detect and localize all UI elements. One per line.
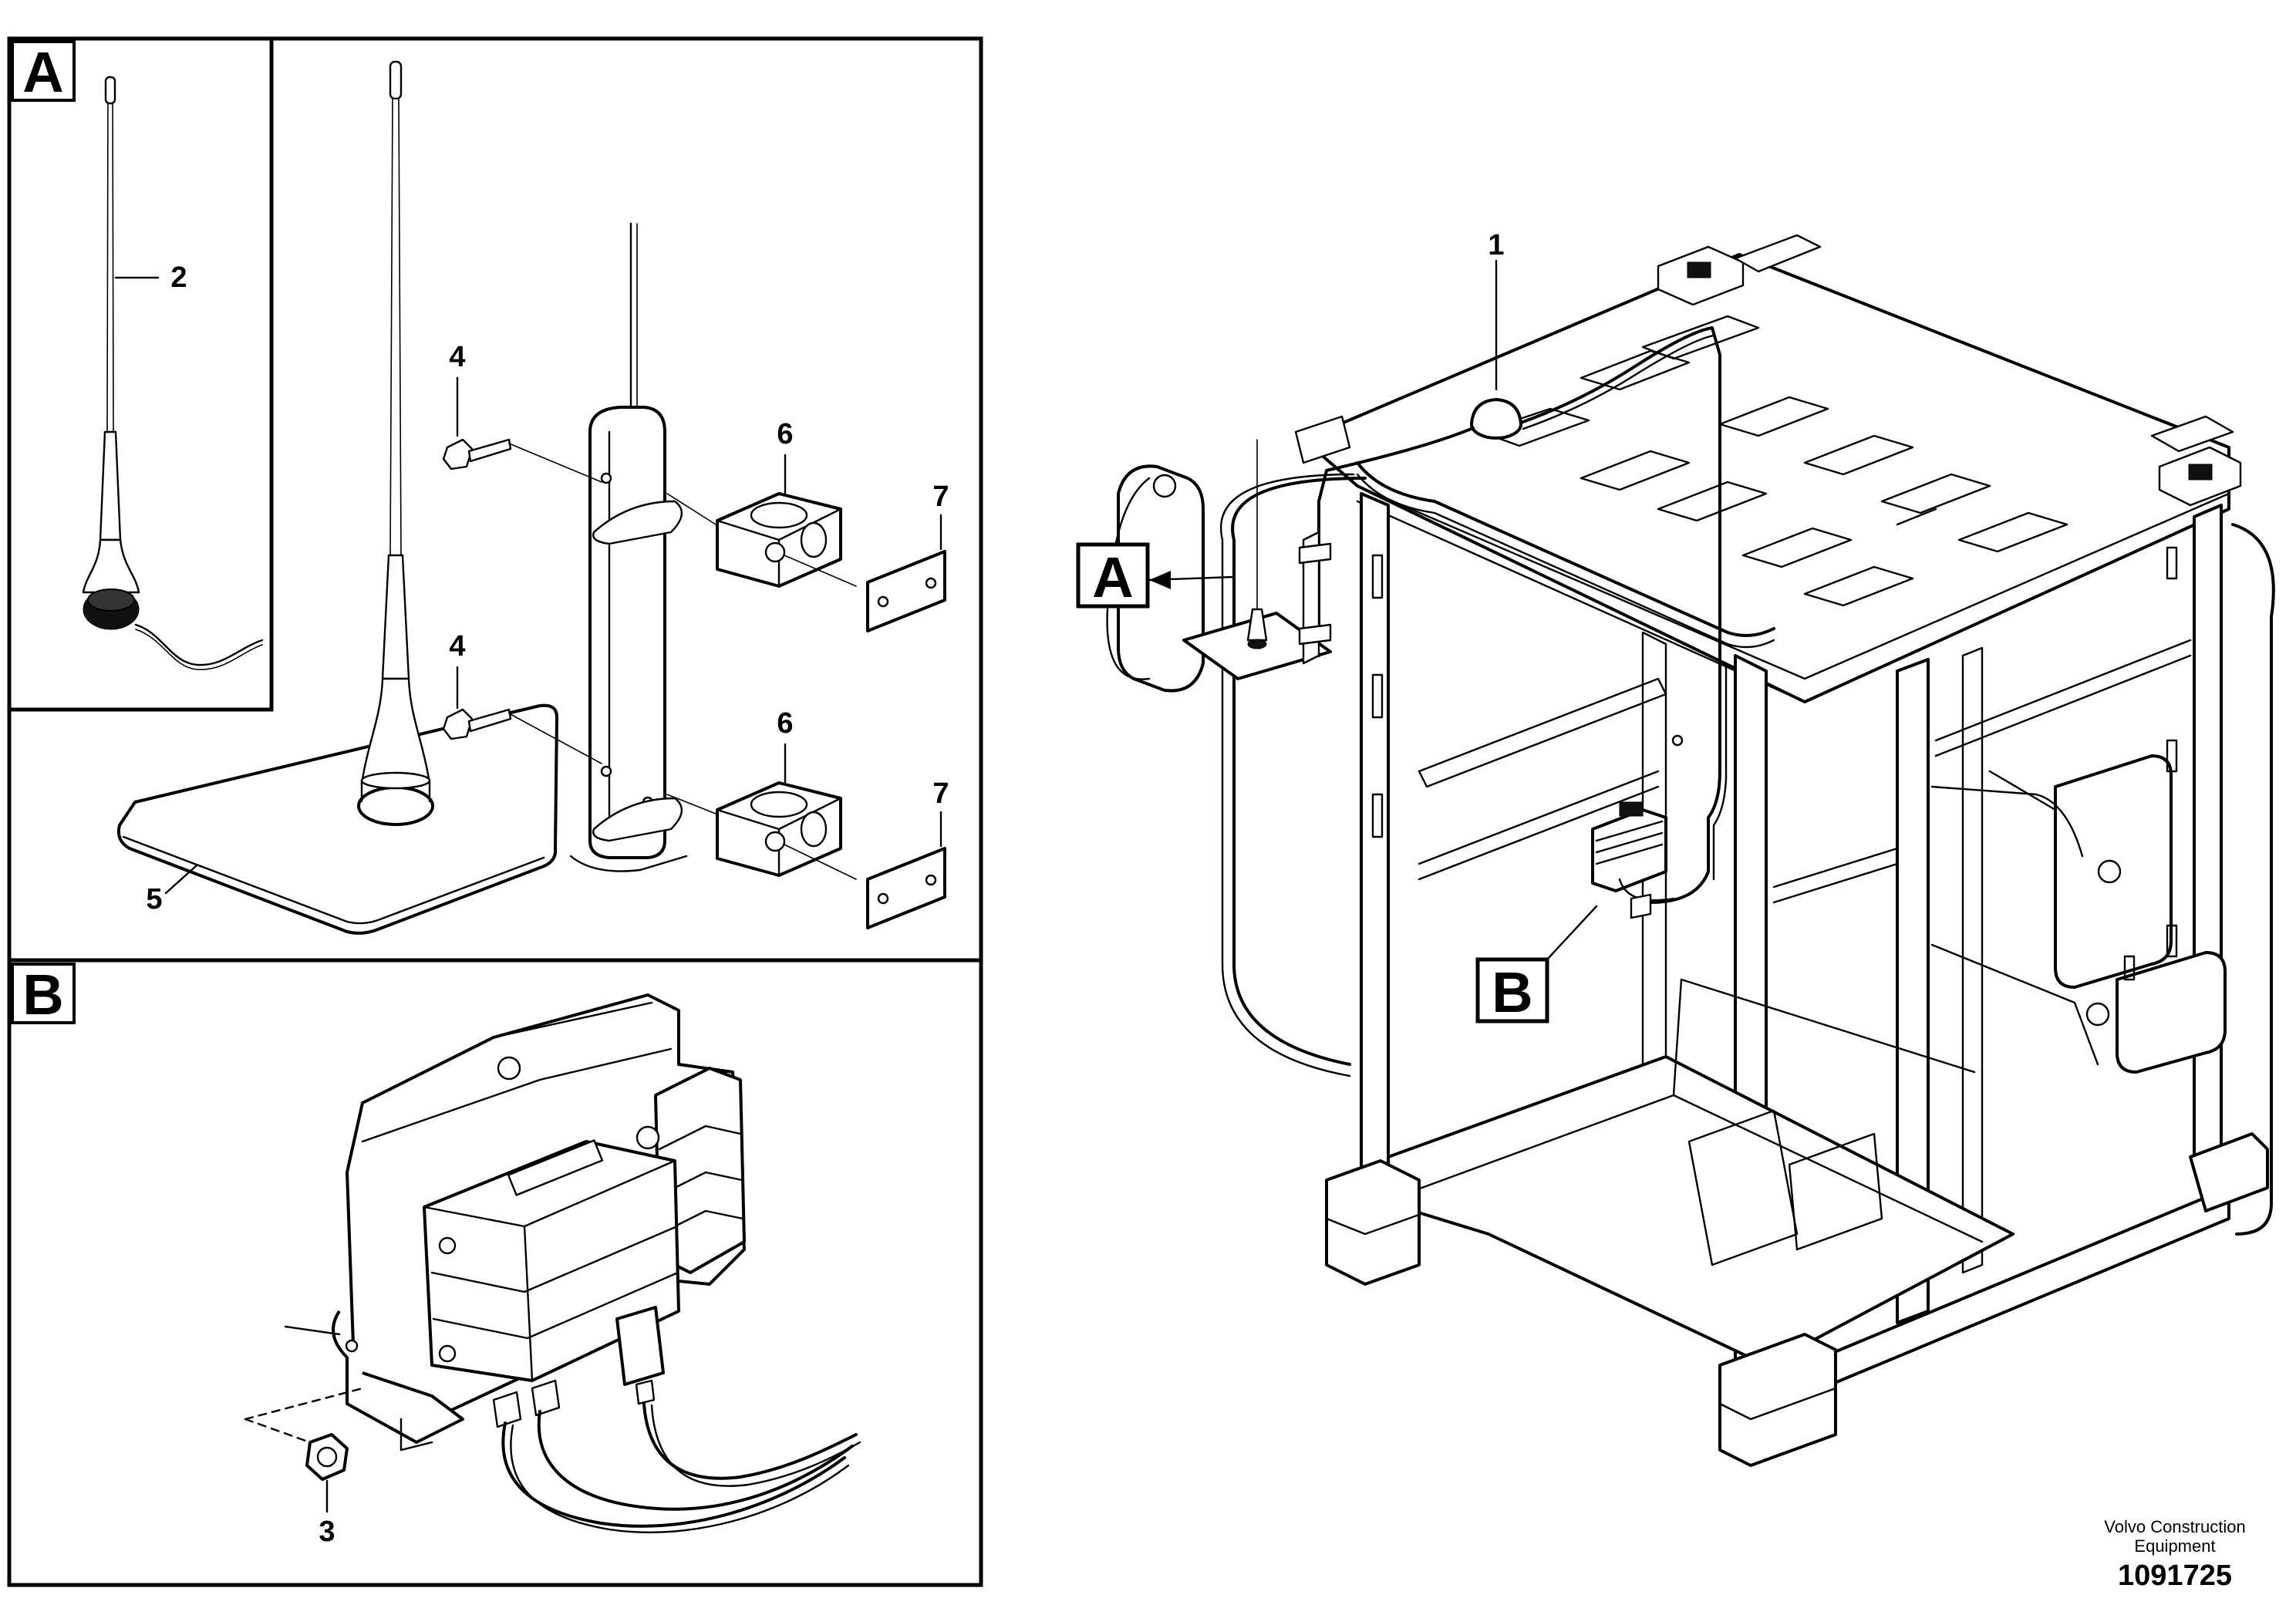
panel-b-label-box: B (11, 963, 76, 1027)
brand-line-1: Volvo Construction (2104, 1517, 2245, 1536)
bolt-upper (442, 438, 602, 483)
corner-lugs (1294, 234, 2242, 507)
main-callout-a-label: A (1092, 545, 1133, 609)
magnetic-base-plate (116, 703, 558, 935)
callout-7-upper: 7 (932, 481, 949, 513)
callout-7-lower: 7 (932, 777, 949, 810)
callout-5: 5 (146, 883, 162, 916)
right-mirror-lower (1930, 943, 2227, 1074)
detail-panel-a: A 2 5 (11, 40, 949, 935)
callout-6-upper: 6 (777, 418, 793, 450)
drawing-number: 1091725 (2118, 1560, 2232, 1592)
base-mounts (1325, 1132, 2269, 1467)
main-callout-a: A (1076, 542, 1236, 609)
detail-panel-b: B (11, 963, 861, 1548)
callout-3: 3 (319, 1516, 335, 1548)
brand-line-2: Equipment (2134, 1536, 2215, 1556)
clamp-block-lower (666, 781, 857, 880)
large-antenna-drawing (357, 60, 434, 826)
roof-antenna-dome (1470, 398, 1522, 440)
main-callout-b: B (1475, 905, 1598, 1024)
main-view-control-unit (1591, 801, 1675, 919)
main-callout-b-label: B (1492, 960, 1532, 1024)
footer: Volvo Construction Equipment 1091725 (2104, 1517, 2245, 1592)
panel-b-label: B (22, 963, 63, 1027)
callout-6-lower: 6 (777, 707, 793, 740)
right-mirror-upper (1930, 754, 2173, 989)
main-view-antenna-on-plate (1182, 439, 1332, 680)
leader-5 (164, 864, 198, 895)
bolt-lower (442, 708, 602, 764)
antenna-bracket (569, 222, 688, 872)
hex-nut (244, 1387, 364, 1481)
callout-4-upper: 4 (449, 341, 465, 373)
small-antenna-drawing (82, 76, 264, 670)
detail-frames (7, 36, 983, 1587)
cab-frame-drawing: 1 (1106, 229, 2275, 1467)
panel-a-label: A (22, 40, 63, 104)
panel-a-label-box: A (11, 40, 76, 104)
callout-1: 1 (1488, 229, 1504, 261)
callout-2: 2 (170, 261, 187, 294)
plate-upper (866, 550, 946, 632)
telematics-control-unit-drawing (284, 993, 861, 1533)
pillar-details (1371, 546, 2178, 981)
clamp-block-upper (666, 492, 857, 588)
callout-4-lower: 4 (449, 630, 465, 663)
plate-lower (866, 847, 946, 929)
